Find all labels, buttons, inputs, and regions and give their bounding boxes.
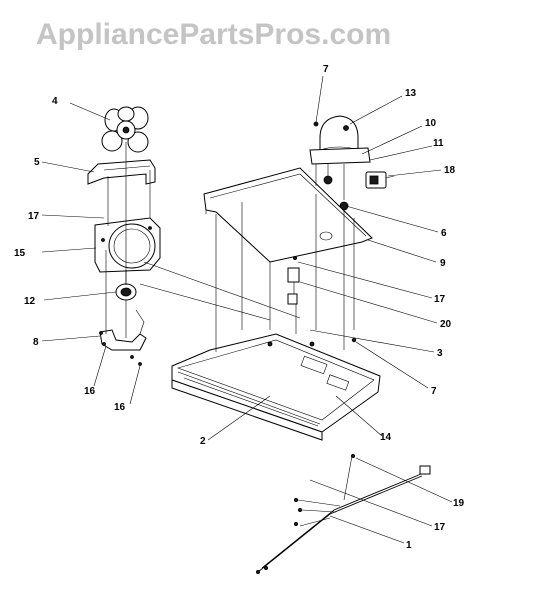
callout-labels: 7 13 4 10 11 5 18 17 6 15 9 17 12 20 8 3… — [14, 64, 465, 551]
callout-7: 7 — [323, 64, 329, 75]
callout-13: 13 — [405, 88, 417, 99]
callout-2: 2 — [200, 436, 206, 447]
callout-20: 20 — [440, 319, 452, 330]
relay-overload — [365, 171, 395, 189]
leader-lines — [41, 75, 453, 544]
callout-17: 17 — [434, 294, 446, 305]
callout-17: 17 — [28, 211, 40, 222]
assembly-lines — [105, 142, 355, 352]
callout-16: 16 — [84, 386, 96, 397]
machine-compartment-cover — [203, 167, 373, 263]
callout-12: 12 — [24, 296, 36, 307]
callout-18: 18 — [444, 165, 456, 176]
callout-1: 1 — [406, 540, 412, 551]
motor-mount-bracket — [99, 309, 147, 366]
wiring-harness — [255, 453, 431, 575]
callout-3: 3 — [437, 348, 443, 359]
control-components — [287, 255, 300, 305]
callout-15: 15 — [14, 248, 26, 259]
callout-14: 14 — [380, 432, 392, 443]
callout-9: 9 — [440, 258, 446, 269]
fan-shroud — [94, 217, 161, 273]
callout-16: 16 — [114, 402, 126, 413]
callout-19: 19 — [453, 498, 465, 509]
base-drain-pan — [171, 333, 381, 441]
callout-8: 8 — [33, 337, 39, 348]
fan-bracket — [87, 159, 156, 185]
callout-4: 4 — [52, 96, 58, 107]
callout-6: 6 — [441, 228, 447, 239]
callout-10: 10 — [425, 118, 437, 129]
callout-17: 17 — [434, 522, 446, 533]
watermark-text: AppliancePartsPros.com — [36, 18, 391, 51]
callout-7: 7 — [431, 386, 437, 397]
callout-5: 5 — [34, 157, 40, 168]
callout-11: 11 — [433, 138, 444, 149]
fan-blade — [101, 106, 149, 153]
compressor — [309, 115, 371, 165]
